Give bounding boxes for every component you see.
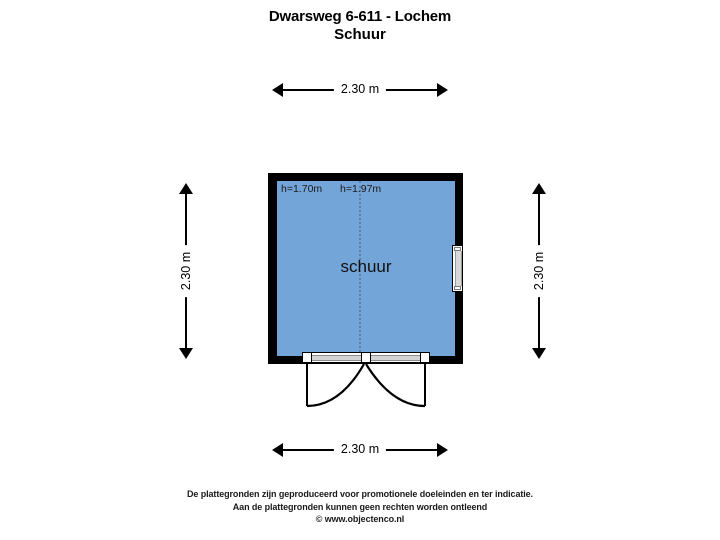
arrow-down-icon [532,348,546,359]
door-hinge-left [302,352,312,363]
arrow-right-icon [437,443,448,457]
door-hinge-middle [361,352,371,363]
footer-line-3-copyright: © www.objectenco.nl [315,514,405,524]
window-frame-cap-top [454,247,461,251]
ceiling-height-label-left: h=1.70m [281,183,323,195]
door-leaf-right [368,352,420,363]
dimension-top-label: 2.30 m [333,81,387,97]
arrow-right-icon [437,83,448,97]
arrow-up-icon [532,183,546,194]
page-subtitle: Schuur [334,26,386,43]
door-panel-right [368,355,420,361]
arrow-left-icon [272,443,283,457]
room-label-schuur: schuur [340,257,392,276]
door-panel-left [312,355,364,361]
arrow-down-icon [179,348,193,359]
dimension-bottom: 2.30 m [272,440,448,460]
room-area-schuur [277,181,455,356]
dimension-top: 2.30 m [272,80,448,100]
dimension-right: 2.30 m [529,183,549,359]
door-swing-arcs [306,363,426,408]
door-leaf-left [312,352,364,363]
window-frame-cap-bottom [454,286,461,290]
title-block: Dwarsweg 6-611 - Lochem Schuur [0,8,720,44]
footer-line-1: De plattegronden zijn geproduceerd voor … [187,489,533,499]
window-pane [455,251,462,286]
footer-disclaimer: De plattegronden zijn geproduceerd voor … [0,488,720,526]
roof-ridge-line [359,181,361,356]
dimension-left-label: 2.30 m [178,244,194,298]
dimension-bottom-label: 2.30 m [333,441,387,457]
footer-line-2: Aan de plattegronden kunnen geen rechten… [232,501,488,512]
window-right-wall [452,245,463,292]
dimension-left: 2.30 m [176,183,196,359]
page-title: Dwarsweg 6-611 - Lochem [268,8,452,25]
dimension-right-label: 2.30 m [531,244,547,298]
arrow-left-icon [272,83,283,97]
ceiling-height-label-right: h=1.97m [340,183,382,195]
arrow-up-icon [179,183,193,194]
door-hinge-right [420,352,430,363]
double-door-bottom-wall [300,352,432,408]
